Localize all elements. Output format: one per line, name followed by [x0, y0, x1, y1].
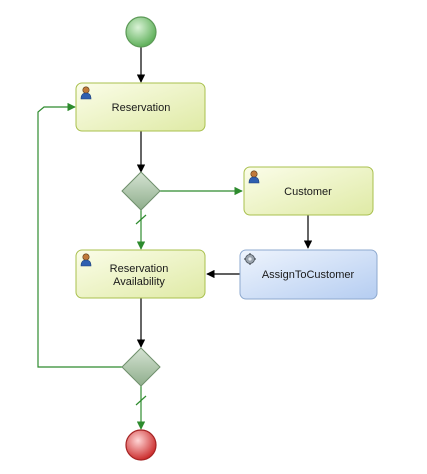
task-reservation-label: Reservation: [112, 102, 171, 114]
gear-icon: [244, 253, 256, 265]
exclusive-gateway-2[interactable]: [121, 347, 161, 387]
task-reservation-availability[interactable]: Reservation Availability: [75, 249, 206, 299]
task-reservation[interactable]: Reservation: [75, 82, 206, 132]
user-icon: [80, 253, 92, 267]
default-flow-marker-1: [135, 214, 147, 225]
exclusive-gateway-1[interactable]: [121, 171, 161, 211]
end-event[interactable]: [125, 429, 157, 461]
task-reservation-availability-label-line2: Availability: [113, 276, 165, 288]
flow-gateway2-loop-to-reservation[interactable]: [37, 102, 122, 368]
default-flow-marker-2: [135, 395, 147, 406]
task-customer-label: Customer: [284, 186, 332, 198]
user-icon: [80, 86, 92, 100]
task-assign-to-customer-label: AssignToCustomer: [262, 269, 355, 281]
task-customer[interactable]: Customer: [243, 166, 374, 216]
task-reservation-availability-label-line1: Reservation: [110, 263, 169, 275]
start-event[interactable]: [125, 16, 157, 48]
task-assign-to-customer[interactable]: AssignToCustomer: [239, 249, 378, 300]
user-icon: [248, 170, 260, 184]
